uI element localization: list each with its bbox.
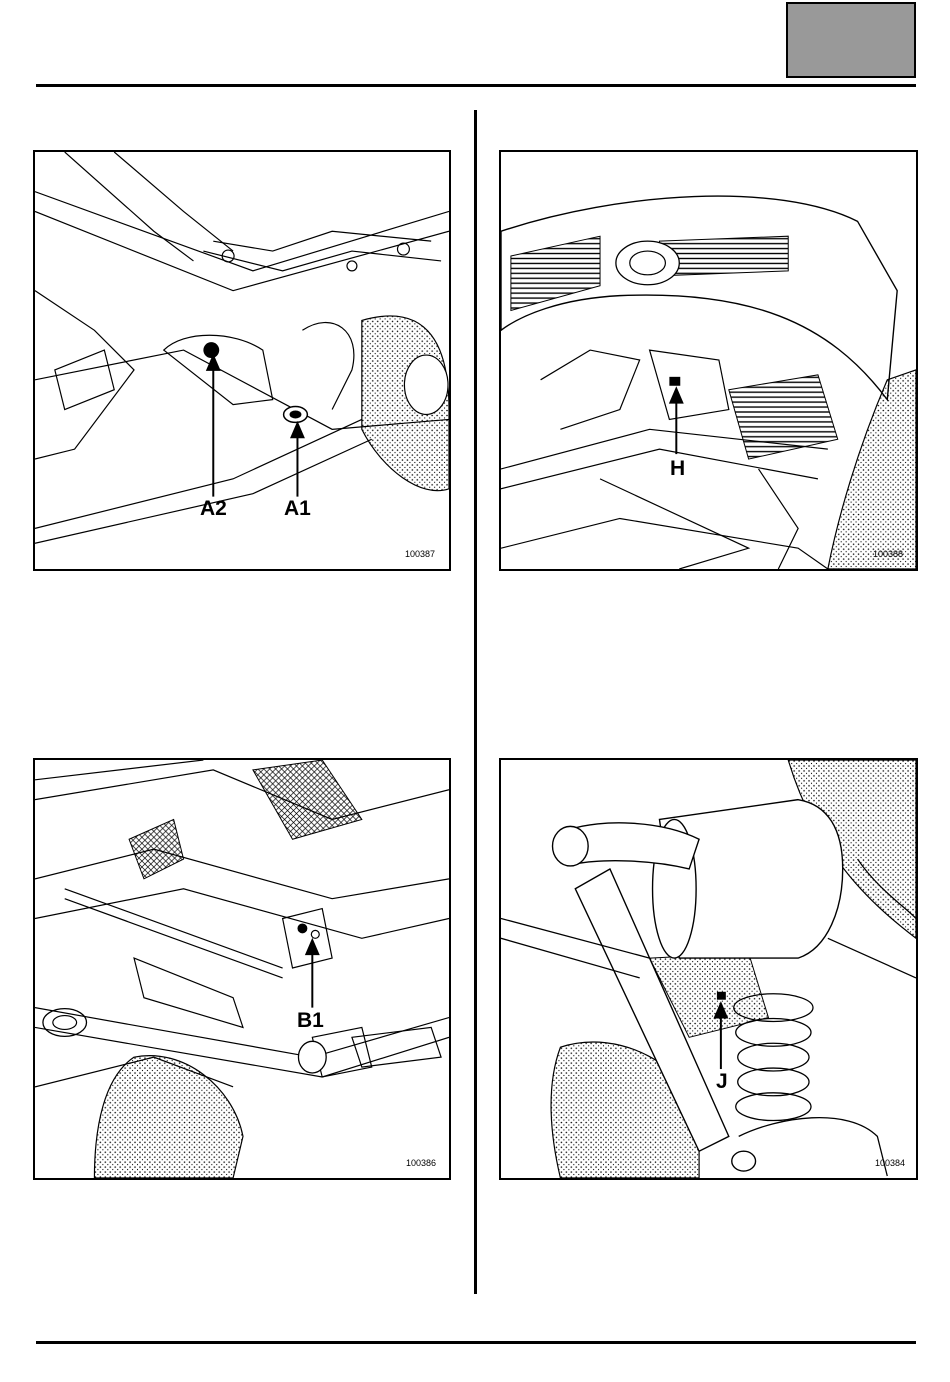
figure-100387-drawing xyxy=(35,152,449,569)
figure-100384-drawing xyxy=(501,760,916,1178)
column-divider xyxy=(474,110,477,1294)
callout-h: H xyxy=(670,458,685,479)
figure-100387: A2 A1 100387 xyxy=(33,150,451,571)
figure-number: 100388 xyxy=(873,549,903,559)
figure-100384: J 100384 xyxy=(499,758,918,1180)
figure-100386: B1 100386 xyxy=(33,758,451,1180)
footer-rule xyxy=(36,1341,916,1344)
figure-number: 100387 xyxy=(405,549,435,559)
section-tab-box xyxy=(786,2,916,78)
callout-b1: B1 xyxy=(297,1010,324,1031)
figure-100388: H 100388 xyxy=(499,150,918,571)
figure-number: 100386 xyxy=(406,1158,436,1168)
callout-j: J xyxy=(716,1071,728,1092)
header-rule xyxy=(36,84,916,87)
callout-a1: A1 xyxy=(284,498,311,519)
callout-a2: A2 xyxy=(200,498,227,519)
figure-100388-drawing xyxy=(501,152,916,569)
figure-100386-drawing xyxy=(35,760,449,1178)
figure-number: 100384 xyxy=(875,1158,905,1168)
